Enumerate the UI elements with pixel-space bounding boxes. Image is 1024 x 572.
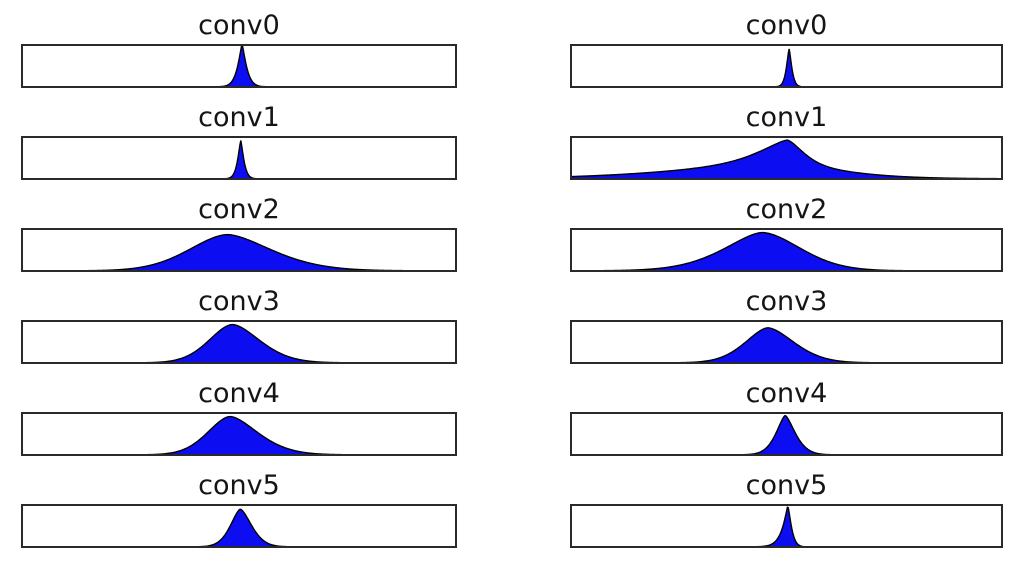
density-area — [570, 232, 1003, 271]
density-plot-conv4 — [21, 412, 457, 456]
density-column-left: conv0 conv1 conv2 conv3 conv4 conv5 — [21, 0, 457, 552]
subplot-right-conv3: conv3 — [570, 276, 1003, 364]
density-area — [21, 416, 457, 455]
panel-frame — [21, 504, 457, 548]
subplot-title: conv0 — [198, 10, 280, 41]
density-plot-conv0 — [570, 44, 1003, 88]
density-plot-conv0 — [21, 44, 457, 88]
panel-frame — [570, 44, 1003, 88]
subplot-left-conv4: conv4 — [21, 368, 457, 456]
density-plot-conv1 — [570, 136, 1003, 180]
subplot-left-conv2: conv2 — [21, 184, 457, 272]
panel-frame — [21, 320, 457, 364]
density-area — [570, 140, 1003, 179]
density-area — [21, 45, 457, 87]
density-area — [570, 327, 1003, 363]
density-plot-conv3 — [570, 320, 1003, 364]
panel-frame — [570, 320, 1003, 364]
subplot-right-conv5: conv5 — [570, 460, 1003, 548]
density-area — [21, 509, 457, 547]
panel-frame — [21, 228, 457, 272]
density-area — [21, 140, 457, 179]
density-plot-conv4 — [570, 412, 1003, 456]
subplot-title: conv2 — [198, 194, 280, 225]
panel-frame — [570, 504, 1003, 548]
density-plot-conv1 — [21, 136, 457, 180]
subplot-title: conv4 — [745, 378, 828, 409]
panel-frame — [570, 228, 1003, 272]
subplot-left-conv3: conv3 — [21, 276, 457, 364]
subplot-title: conv5 — [198, 470, 280, 501]
density-plot-conv5 — [570, 504, 1003, 548]
subplot-left-conv1: conv1 — [21, 92, 457, 180]
density-column-right: conv0 conv1 conv2 conv3 conv4 conv5 — [570, 0, 1003, 552]
subplot-right-conv1: conv1 — [570, 92, 1003, 180]
subplot-left-conv5: conv5 — [21, 460, 457, 548]
panel-frame — [21, 412, 457, 456]
subplot-title: conv0 — [745, 10, 828, 41]
panel-frame — [570, 412, 1003, 456]
panel-frame — [21, 136, 457, 180]
subplot-right-conv0: conv0 — [570, 0, 1003, 88]
subplot-title: conv3 — [198, 286, 280, 317]
subplot-title: conv1 — [198, 102, 280, 133]
subplot-title: conv2 — [745, 194, 828, 225]
panel-frame — [21, 44, 457, 88]
density-area — [570, 415, 1003, 455]
subplot-title: conv5 — [745, 470, 828, 501]
subplot-title: conv4 — [198, 378, 280, 409]
density-area — [21, 324, 457, 363]
density-area — [21, 234, 457, 271]
density-area — [570, 507, 1003, 547]
density-outline — [570, 139, 1003, 180]
density-plot-conv2 — [570, 228, 1003, 272]
density-plot-conv5 — [21, 504, 457, 548]
subplot-left-conv0: conv0 — [21, 0, 457, 88]
subplot-title: conv3 — [745, 286, 828, 317]
subplot-title: conv1 — [745, 102, 828, 133]
density-plot-conv2 — [21, 228, 457, 272]
panel-frame — [570, 136, 1003, 180]
subplot-right-conv4: conv4 — [570, 368, 1003, 456]
subplot-right-conv2: conv2 — [570, 184, 1003, 272]
density-plot-conv3 — [21, 320, 457, 364]
